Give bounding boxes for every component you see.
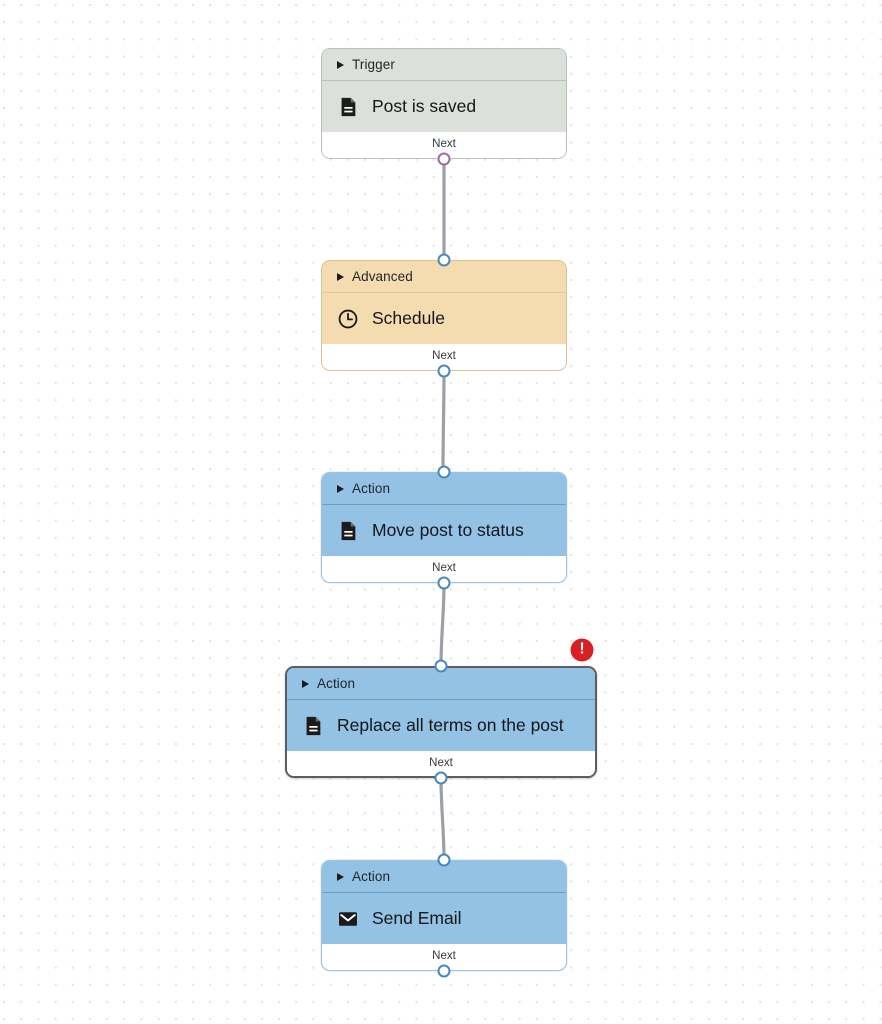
chevron-right-icon[interactable] [302, 679, 309, 688]
clock-icon [338, 309, 358, 328]
edge-advanced-to-move [441, 369, 446, 474]
input-port-send-email[interactable] [437, 853, 451, 867]
workflow-node-move-post-to-status[interactable]: Action Move post to status Next [321, 472, 567, 583]
chevron-right-icon[interactable] [337, 272, 344, 281]
workflow-node-replace-all-terms[interactable]: Action Replace all terms on the post Nex… [285, 666, 597, 778]
node-kind-label: Action [352, 480, 391, 496]
document-icon [306, 716, 321, 735]
error-exclamation-glyph: ! [579, 640, 585, 658]
node-title: Schedule [372, 307, 445, 328]
output-port-send-email[interactable] [437, 964, 451, 978]
next-label: Next [432, 137, 456, 150]
node-kind-label: Advanced [352, 268, 413, 284]
node-body[interactable]: Send Email [322, 892, 566, 944]
workflow-node-advanced-schedule[interactable]: Advanced Schedule Next [321, 260, 567, 371]
envelope-icon [339, 911, 357, 926]
node-title: Post is saved [372, 95, 477, 116]
workflow-node-trigger[interactable]: Trigger Post is saved Next [321, 48, 567, 159]
node-kind-label: Action [317, 675, 356, 691]
chevron-right-icon[interactable] [337, 484, 344, 493]
node-title: Send Email [372, 907, 462, 928]
edge-replace-to-sendemail [439, 776, 446, 862]
node-body[interactable]: Move post to status [322, 504, 566, 556]
node-body[interactable]: Replace all terms on the post [287, 699, 595, 751]
input-port-replace-all-terms[interactable] [434, 659, 448, 673]
node-title: Move post to status [372, 519, 524, 540]
node-body[interactable]: Schedule [322, 292, 566, 344]
node-body[interactable]: Post is saved [322, 80, 566, 132]
input-port-advanced-schedule[interactable] [437, 253, 451, 267]
node-header[interactable]: Trigger [322, 49, 566, 80]
next-label: Next [429, 756, 453, 769]
chevron-right-icon[interactable] [337, 60, 344, 69]
node-kind-label: Trigger [352, 56, 395, 72]
output-port-move-post-to-status[interactable] [437, 576, 451, 590]
output-port-advanced-schedule[interactable] [437, 364, 451, 378]
document-icon [341, 97, 356, 116]
next-label: Next [432, 949, 456, 962]
error-badge-icon[interactable]: ! [570, 638, 594, 662]
output-port-replace-all-terms[interactable] [434, 771, 448, 785]
edge-move-to-replace [439, 581, 446, 668]
workflow-node-send-email[interactable]: Action Send Email Next [321, 860, 567, 971]
node-title: Replace all terms on the post [337, 714, 564, 735]
document-icon [341, 521, 356, 540]
next-label: Next [432, 349, 456, 362]
output-port-trigger[interactable] [437, 152, 451, 166]
chevron-right-icon[interactable] [337, 872, 344, 881]
input-port-move-post-to-status[interactable] [437, 465, 451, 479]
node-kind-label: Action [352, 868, 391, 884]
next-label: Next [432, 561, 456, 574]
node-header[interactable]: Action [287, 668, 595, 699]
